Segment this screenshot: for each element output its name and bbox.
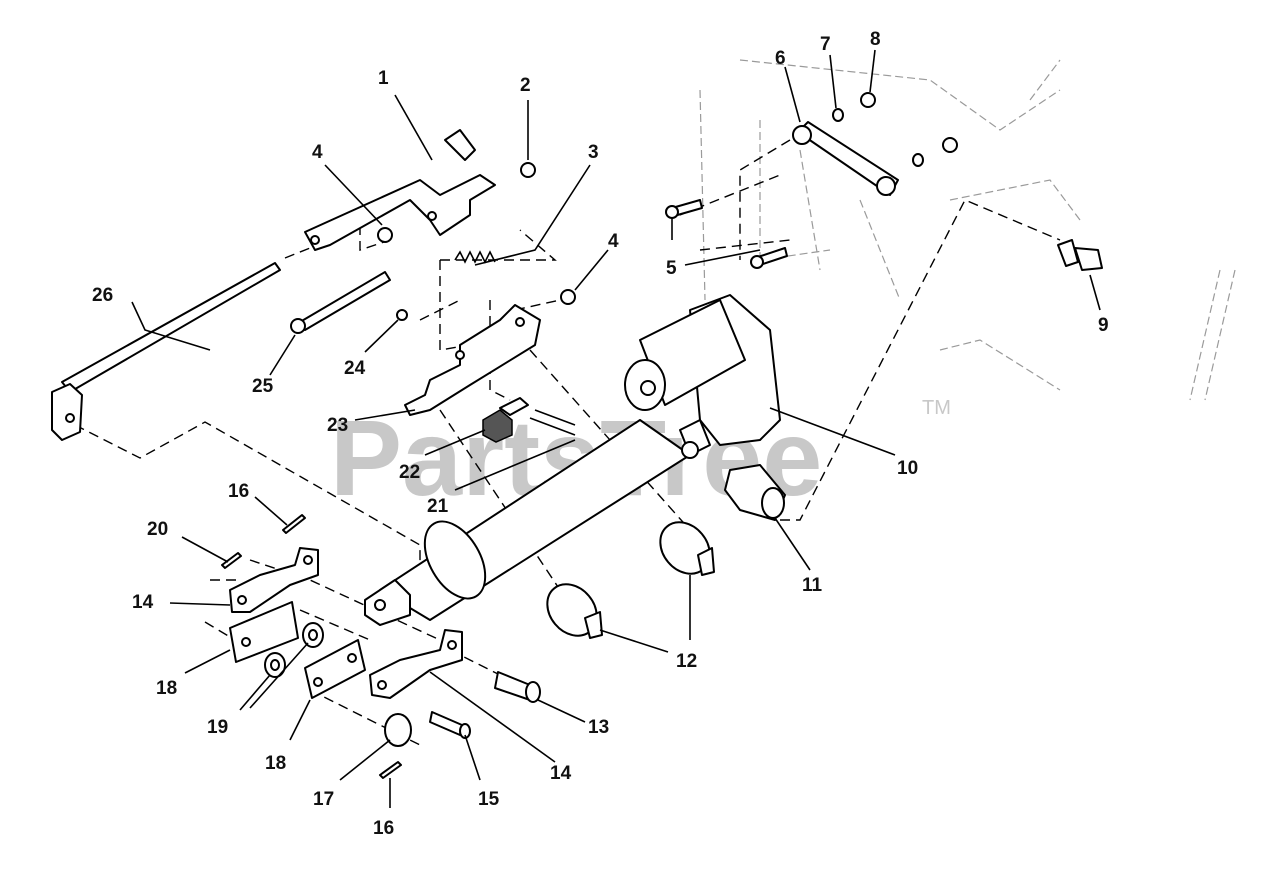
nuts [377,162,576,321]
part-23-bracket [404,304,541,416]
callout-24: 24 [344,358,366,379]
callout-16: 16 [373,818,394,839]
part-12-clamps [546,521,715,639]
part-13-pin [494,671,541,703]
part-20-cotter-pin [221,552,242,569]
callout-5: 5 [666,258,677,279]
part-10-actuator [364,294,781,626]
part-15-pin [429,711,471,739]
part-5-bolts [665,199,788,269]
part-26-rod [51,262,281,441]
callout-25: 25 [252,376,274,397]
part-17-washer [384,713,412,747]
callout-17: 17 [313,789,334,810]
part-22-switch [482,397,529,443]
callout-11: 11 [802,575,823,596]
part-14-links [229,547,463,699]
part-3-spring [454,250,496,264]
callout-4: 4 [312,142,323,163]
part-18-plates [229,601,366,699]
callout-18: 18 [156,678,177,699]
watermark-trademark: TM [922,397,951,419]
part-9-bolt [1057,239,1103,271]
leader-lines [131,49,1101,808]
callout-13: 13 [588,717,609,738]
callout-18: 18 [265,753,286,774]
part-8-nuts [860,92,958,153]
callout-19: 19 [207,717,228,738]
callout-16: 16 [228,481,249,502]
callout-3: 3 [588,142,599,163]
callout-1: 1 [378,68,389,89]
background-frame [699,59,1236,401]
callout-2: 2 [520,75,531,96]
part-21-screws [529,409,576,436]
callout-4: 4 [608,231,619,252]
callout-10: 10 [897,458,918,479]
callout-7: 7 [820,34,831,55]
callout-14: 14 [550,763,572,784]
part-11-cap [724,464,786,521]
callout-22: 22 [399,462,420,483]
part-6-link [792,121,899,196]
callout-8: 8 [870,29,881,50]
callout-21: 21 [427,496,449,517]
callout-23: 23 [327,415,348,436]
callout-9: 9 [1098,315,1109,336]
part-1-bracket [304,129,496,251]
callout-6: 6 [775,48,786,69]
callout-12: 12 [676,651,697,672]
callout-labels: 1 2 3 4 4 5 6 7 8 9 10 11 12 13 14 14 15… [92,29,1109,839]
callout-14: 14 [132,592,154,613]
part-16-cotter-pins [282,514,402,779]
part-7-washers [832,108,924,167]
callout-26: 26 [92,285,113,306]
callout-20: 20 [147,519,168,540]
callout-15: 15 [478,789,500,810]
part-19-washers [264,622,324,678]
part-25-bolt [290,271,391,334]
